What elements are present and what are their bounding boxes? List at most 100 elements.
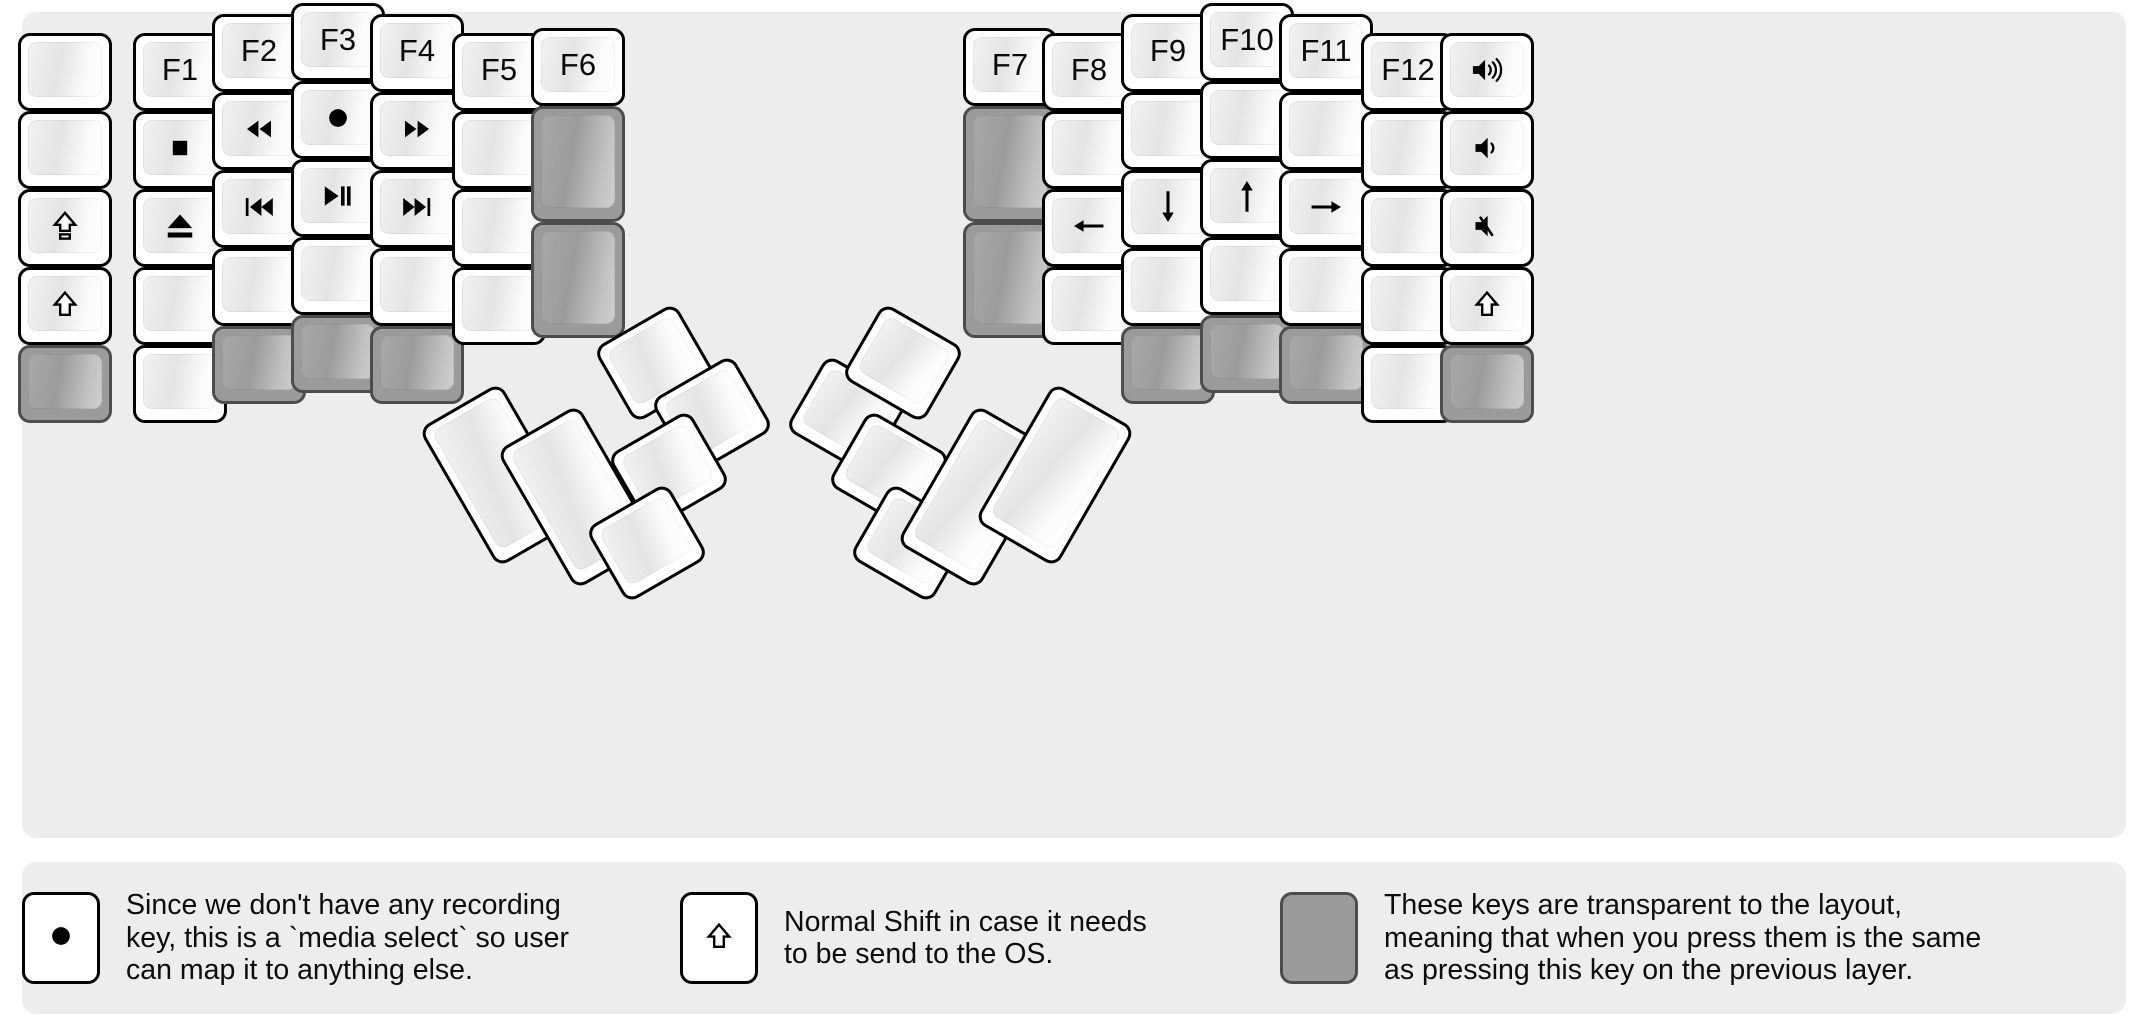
keycap-face xyxy=(1450,276,1524,331)
legend-text-0: Since we don't have any recording key, t… xyxy=(126,889,569,987)
left-key-2-4[interactable] xyxy=(212,326,306,404)
right-key-6-0[interactable] xyxy=(1440,33,1534,111)
keycap-face xyxy=(462,120,536,175)
left-key-3-0[interactable]: F3 xyxy=(291,3,385,81)
left-key-0-4[interactable] xyxy=(18,345,112,423)
right-key-2-4[interactable] xyxy=(1121,326,1215,404)
left-key-3-4[interactable] xyxy=(291,315,385,393)
right-key-2-2[interactable] xyxy=(1121,170,1215,248)
keycap-face xyxy=(1450,354,1524,409)
right-key-3-0[interactable]: F10 xyxy=(1200,3,1294,81)
left-key-1-2[interactable] xyxy=(133,189,227,267)
keycap-face xyxy=(143,276,217,331)
keycap-face xyxy=(1289,335,1363,390)
keycap-face xyxy=(973,115,1047,208)
right-key-0-1[interactable] xyxy=(963,106,1057,222)
arrow-right-icon xyxy=(1306,190,1346,224)
arrow-up-icon xyxy=(1230,176,1264,216)
right-key-1-2[interactable] xyxy=(1042,189,1136,267)
right-key-5-4[interactable] xyxy=(1361,345,1455,423)
keycap-face xyxy=(301,324,375,379)
next-track-icon xyxy=(395,192,439,222)
keycap-face xyxy=(143,354,217,409)
prev-track-icon xyxy=(237,192,281,222)
right-key-5-0[interactable]: F12 xyxy=(1361,33,1455,111)
left-key-0-2[interactable] xyxy=(18,189,112,267)
stop-icon xyxy=(165,133,195,163)
keycap-face: F4 xyxy=(380,23,454,78)
right-key-1-3[interactable] xyxy=(1042,267,1136,345)
left-key-5-0[interactable]: F5 xyxy=(452,33,546,111)
legend-panel xyxy=(22,862,2126,1014)
keycap-face xyxy=(462,276,536,331)
left-key-1-3[interactable] xyxy=(133,267,227,345)
keycap-face xyxy=(1371,120,1445,175)
left-key-5-2[interactable] xyxy=(452,189,546,267)
right-key-5-1[interactable] xyxy=(1361,111,1455,189)
left-key-3-3[interactable] xyxy=(291,237,385,315)
right-key-4-0[interactable]: F11 xyxy=(1279,14,1373,92)
left-key-6-0[interactable]: F6 xyxy=(531,28,625,106)
right-key-3-3[interactable] xyxy=(1200,237,1294,315)
keycap-face xyxy=(1210,90,1284,145)
left-key-4-1[interactable] xyxy=(370,92,464,170)
right-key-1-0[interactable]: F8 xyxy=(1042,33,1136,111)
volume-up-icon xyxy=(1466,54,1508,86)
left-key-5-1[interactable] xyxy=(452,111,546,189)
left-key-2-0[interactable]: F2 xyxy=(212,14,306,92)
left-key-0-3[interactable] xyxy=(18,267,112,345)
right-key-4-4[interactable] xyxy=(1279,326,1373,404)
left-key-4-4[interactable] xyxy=(370,326,464,404)
left-key-3-2[interactable] xyxy=(291,159,385,237)
left-key-2-2[interactable] xyxy=(212,170,306,248)
rewind-icon xyxy=(239,114,279,144)
left-key-6-1[interactable] xyxy=(531,106,625,222)
right-key-4-2[interactable] xyxy=(1279,170,1373,248)
keycap-face: F8 xyxy=(1052,42,1126,97)
legend-key-1[interactable] xyxy=(680,892,758,984)
left-key-6-2[interactable] xyxy=(531,222,625,338)
record-icon xyxy=(44,919,78,953)
right-key-5-2[interactable] xyxy=(1361,189,1455,267)
left-key-0-0[interactable] xyxy=(18,33,112,111)
keycap-face xyxy=(1052,120,1126,175)
keycap-face xyxy=(1210,246,1284,301)
right-key-2-0[interactable]: F9 xyxy=(1121,14,1215,92)
keycap-face xyxy=(1450,120,1524,175)
left-key-4-0[interactable]: F4 xyxy=(370,14,464,92)
left-key-0-1[interactable] xyxy=(18,111,112,189)
keycap-face xyxy=(222,179,296,234)
legend-text-2: These keys are transparent to the layout… xyxy=(1384,889,1982,987)
keycap-face xyxy=(380,101,454,156)
left-key-1-4[interactable] xyxy=(133,345,227,423)
left-key-5-3[interactable] xyxy=(452,267,546,345)
keycap-face xyxy=(301,168,375,223)
keycap-face xyxy=(1131,179,1205,234)
right-key-4-3[interactable] xyxy=(1279,248,1373,326)
left-key-3-1[interactable] xyxy=(291,81,385,159)
right-key-6-4[interactable] xyxy=(1440,345,1534,423)
legend-item-0: Since we don't have any recording key, t… xyxy=(22,862,569,1014)
right-key-1-1[interactable] xyxy=(1042,111,1136,189)
left-key-4-2[interactable] xyxy=(370,170,464,248)
shift-icon xyxy=(1472,288,1502,320)
legend-key-2[interactable] xyxy=(1280,892,1358,984)
right-key-6-1[interactable] xyxy=(1440,111,1534,189)
keycap-face xyxy=(28,120,102,175)
right-key-0-2[interactable] xyxy=(963,222,1057,338)
right-key-2-3[interactable] xyxy=(1121,248,1215,326)
right-key-6-2[interactable] xyxy=(1440,189,1534,267)
right-key-6-3[interactable] xyxy=(1440,267,1534,345)
keycap-face xyxy=(462,198,536,253)
legend-key-0[interactable] xyxy=(22,892,100,984)
right-key-4-1[interactable] xyxy=(1279,92,1373,170)
right-key-5-3[interactable] xyxy=(1361,267,1455,345)
legend-text-1: Normal Shift in case it needs to be send… xyxy=(784,905,1147,970)
left-key-4-3[interactable] xyxy=(370,248,464,326)
keycap-face xyxy=(1289,101,1363,156)
left-key-2-1[interactable] xyxy=(212,92,306,170)
left-key-1-1[interactable] xyxy=(133,111,227,189)
keycap-face xyxy=(32,901,90,970)
keycap-face: F9 xyxy=(1131,23,1205,78)
